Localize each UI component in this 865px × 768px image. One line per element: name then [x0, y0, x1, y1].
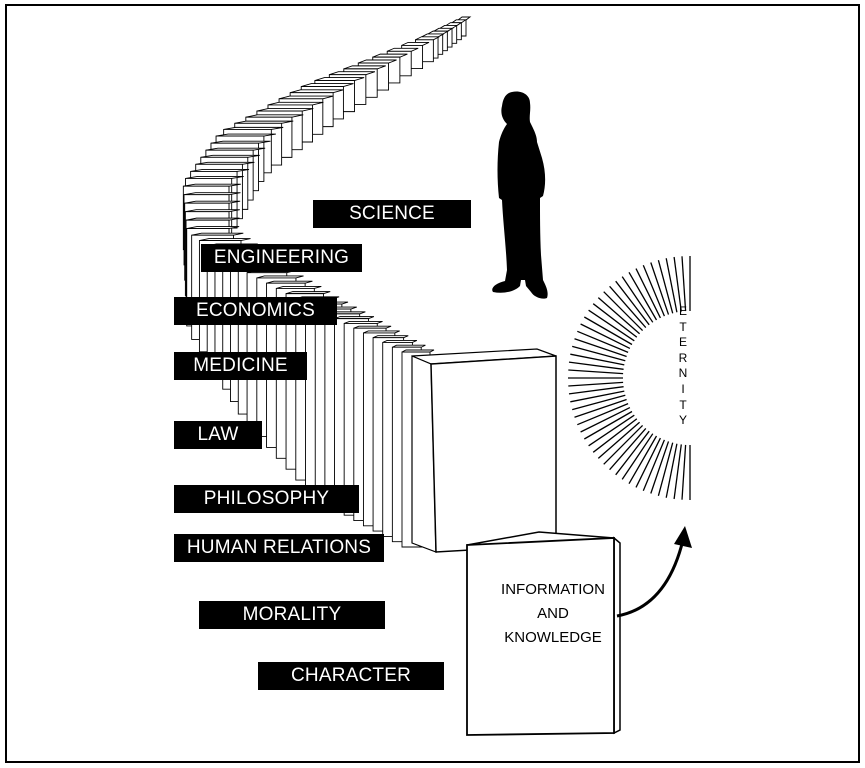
- sunburst-ray: [615, 430, 650, 476]
- sunburst-ray: [657, 442, 674, 496]
- sunburst-ray: [583, 316, 633, 346]
- sunburst-ray: [609, 427, 647, 471]
- sunburst-ray: [673, 444, 682, 500]
- label-morality: MORALITY: [199, 601, 385, 629]
- sunburst-ray: [628, 435, 658, 485]
- label-medicine: MEDICINE: [174, 352, 307, 380]
- sunburst-ray: [681, 444, 687, 500]
- sunburst-ray: [621, 276, 654, 323]
- sunburst-ray: [657, 260, 674, 314]
- label-philosophy: PHILOSOPHY: [174, 485, 359, 513]
- sunburst-ray: [574, 398, 627, 418]
- label-engineering: ENGINEERING: [201, 244, 362, 272]
- knowledge-book-line: AND: [537, 605, 569, 622]
- sunburst-ray: [574, 338, 627, 358]
- sunburst-ray: [572, 394, 626, 411]
- sunburst-ray: [681, 256, 687, 312]
- sunburst-ray: [615, 280, 650, 326]
- sunburst-ray: [635, 268, 661, 319]
- label-science: SCIENCE: [313, 200, 471, 228]
- curved-arrow: [616, 526, 692, 618]
- sunburst-ray: [665, 258, 678, 313]
- sunburst-ray: [642, 265, 666, 317]
- sunburst-ray: [580, 407, 631, 433]
- sunburst-ray: [592, 303, 638, 338]
- sunburst-ray: [665, 443, 678, 498]
- sunburst-ray: [580, 323, 631, 349]
- sunburst-ray: [603, 424, 644, 465]
- sunburst-ray: [628, 271, 658, 321]
- eternity-text: E T E R N I T Y: [678, 304, 688, 429]
- sunburst-ray: [650, 441, 670, 494]
- sunburst-ray: [592, 418, 638, 453]
- eternity-letter: Y: [678, 413, 687, 428]
- sunburst-ray: [642, 439, 666, 491]
- sunburst-ray: [597, 421, 641, 459]
- knowledge-book-line: KNOWLEDGE: [504, 629, 602, 646]
- knowledge-book-title: INFORMATION AND KNOWLEDGE: [488, 578, 618, 650]
- sunburst-ray: [603, 291, 644, 332]
- label-character: CHARACTER: [258, 662, 444, 690]
- sunburst-ray: [570, 390, 625, 403]
- eternity-letter: N: [678, 366, 688, 381]
- eternity-letter: T: [679, 319, 687, 334]
- eternity-letter: R: [678, 350, 688, 365]
- eternity-letter: T: [679, 397, 687, 412]
- sunburst-ray: [568, 381, 624, 387]
- eternity-letter: E: [678, 304, 687, 318]
- label-law: LAW: [174, 421, 262, 449]
- sunburst-ray: [568, 361, 624, 370]
- sunburst-ray: [583, 410, 633, 440]
- large-book: [411, 348, 557, 553]
- sunburst-ray: [673, 256, 682, 312]
- sunburst-ray: [635, 437, 661, 488]
- sunburst-ray: [588, 309, 635, 342]
- knowledge-book-line: INFORMATION: [501, 581, 605, 598]
- eternity-sunburst: [568, 256, 691, 500]
- sunburst-ray: [621, 433, 654, 480]
- knowledge-book: [466, 531, 621, 736]
- sunburst-ray: [572, 345, 626, 362]
- sunburst-ray: [577, 402, 629, 426]
- sunburst-ray: [577, 330, 629, 354]
- sunburst-ray: [597, 297, 641, 335]
- sunburst-ray: [609, 285, 647, 329]
- sunburst-ray: [650, 262, 670, 315]
- eternity-letter: E: [678, 335, 687, 350]
- label-economics: ECONOMICS: [174, 297, 337, 325]
- eternity-letter: I: [681, 381, 685, 396]
- sunburst-ray: [568, 386, 624, 395]
- sunburst-ray: [570, 353, 625, 366]
- label-human-relations: HUMAN RELATIONS: [174, 534, 384, 562]
- sunburst-ray: [588, 414, 635, 447]
- sunburst-ray: [568, 369, 624, 375]
- man-silhouette: [492, 91, 548, 299]
